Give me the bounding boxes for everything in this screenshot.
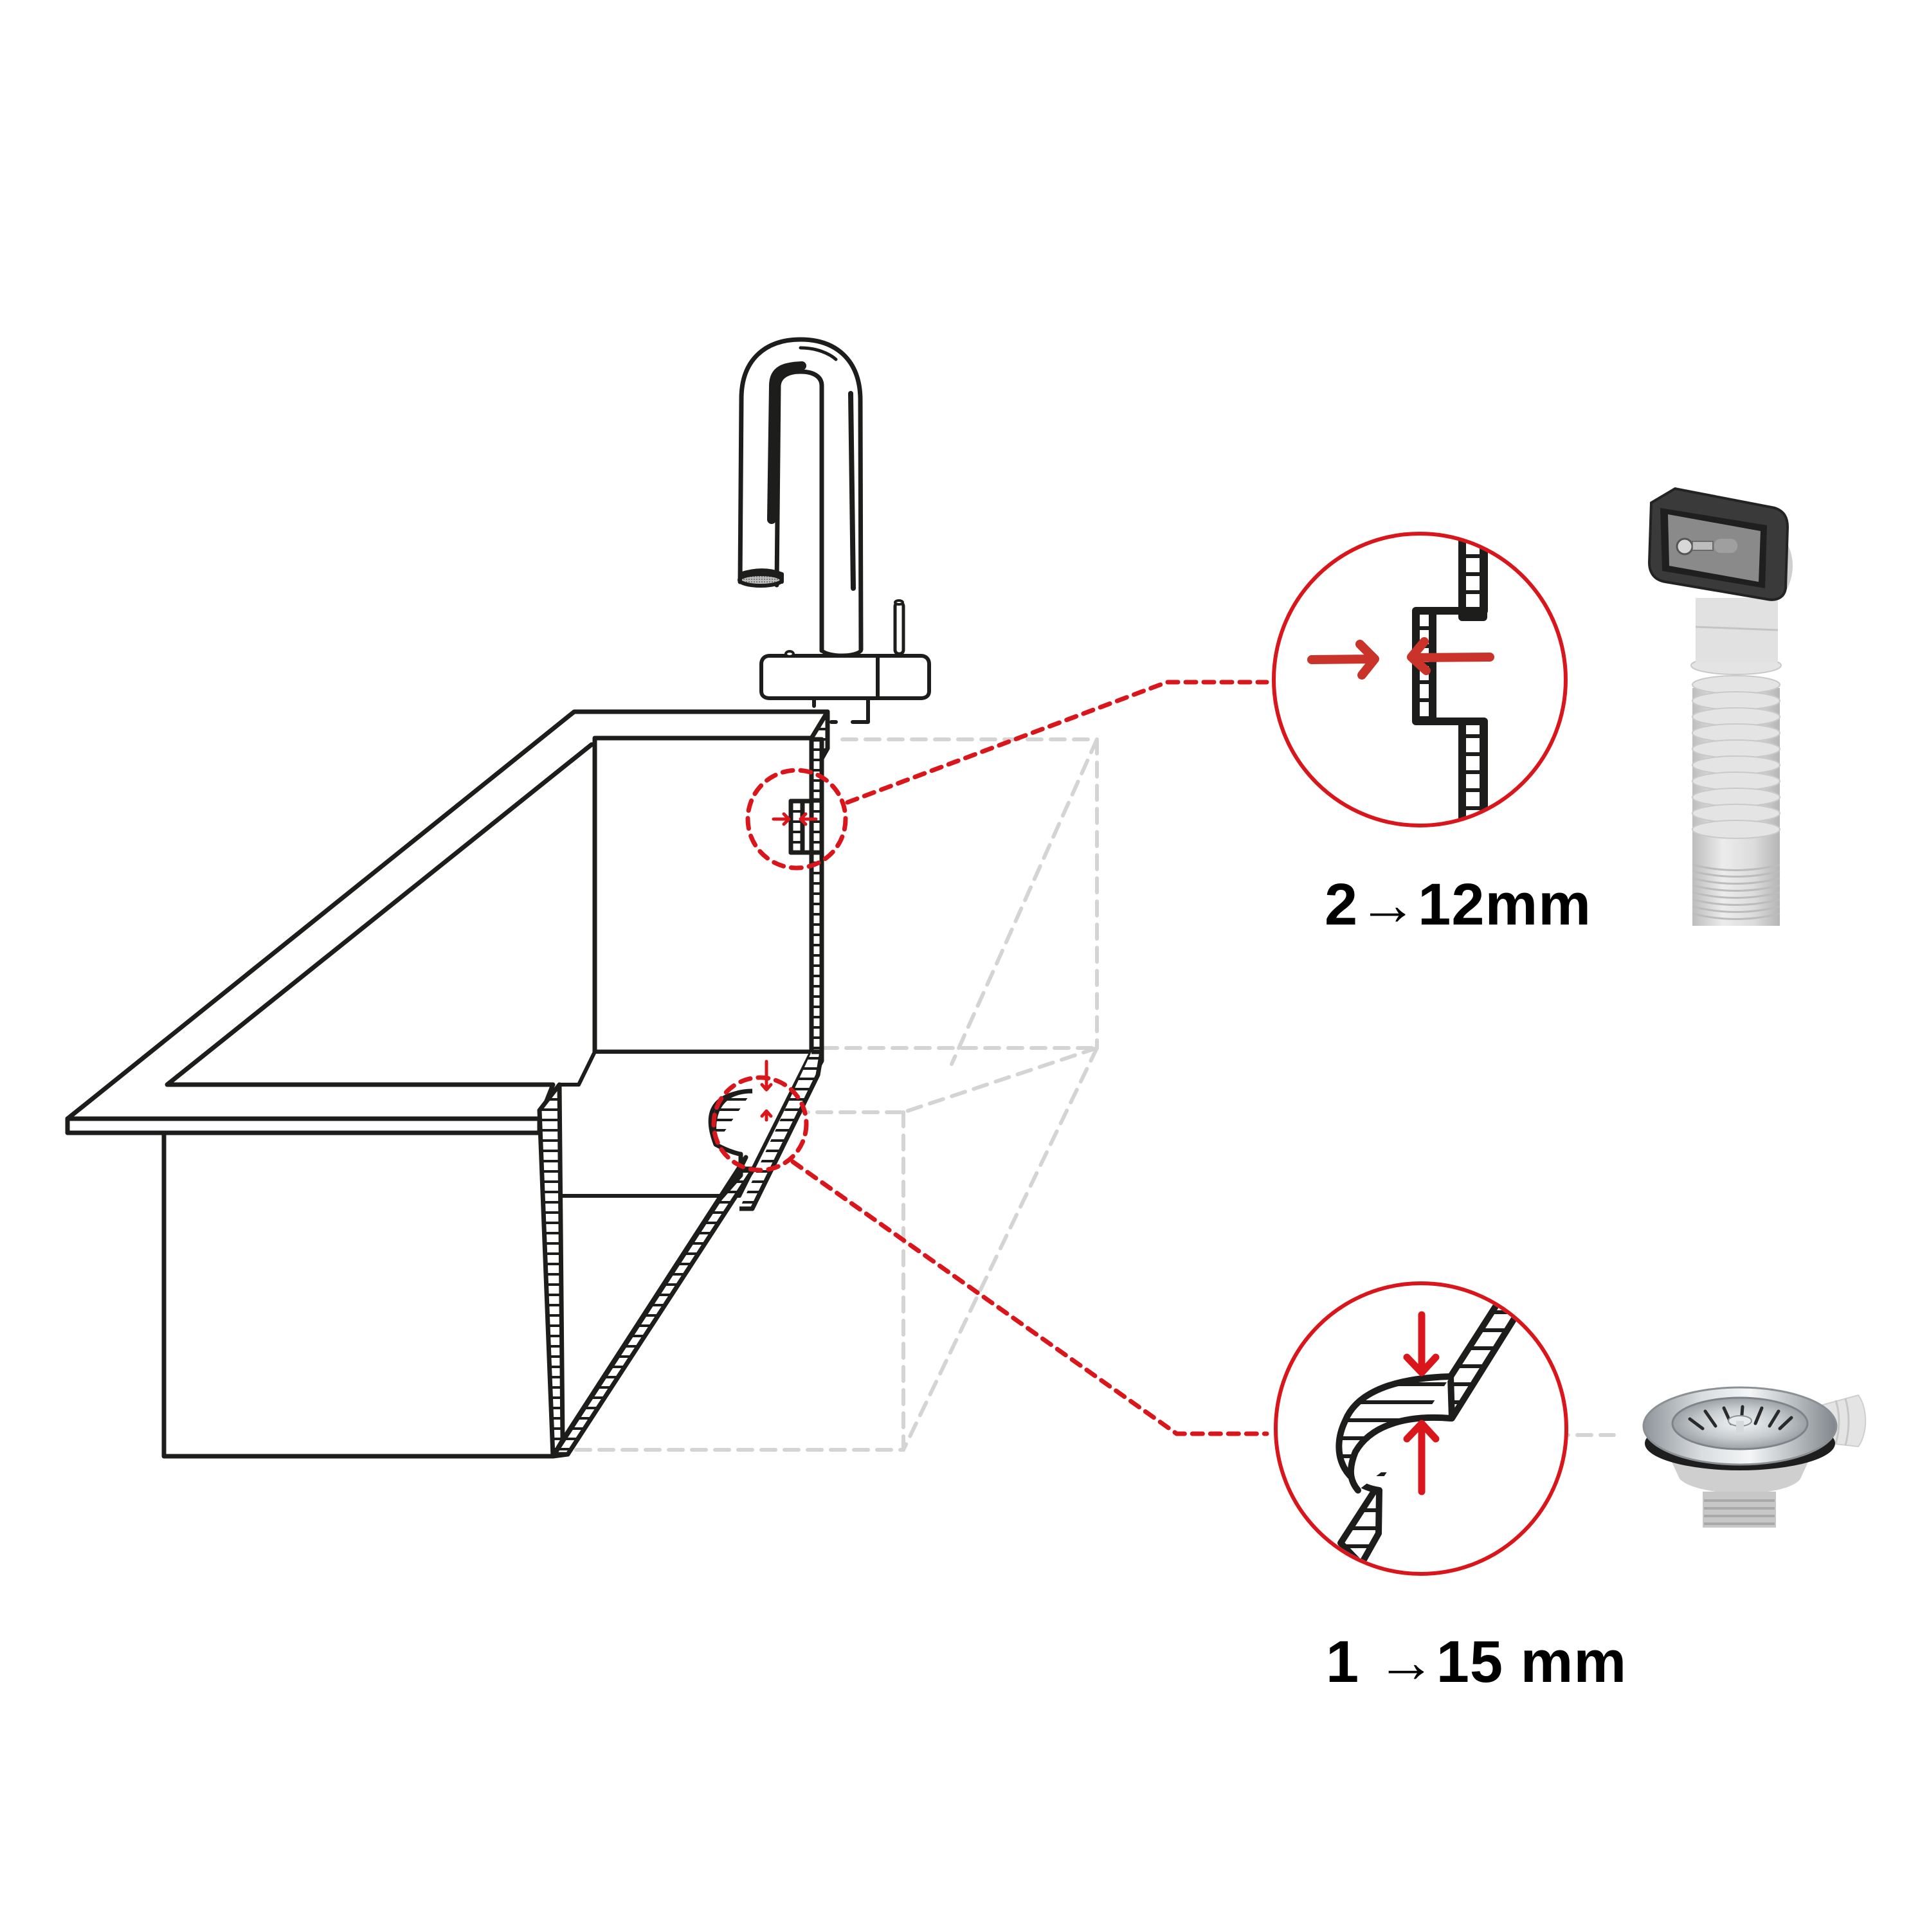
faucet-spout (738, 337, 864, 652)
overflow-leader-line (845, 680, 1269, 805)
drain-thickness-label: 1 →15 mm (1326, 1629, 1627, 1695)
basket-strainer-product (1642, 1386, 1867, 1528)
drain-detail-circle (1274, 1281, 1568, 1576)
overflow-fitting-product (1647, 487, 1793, 926)
overflow-wall-step (788, 737, 824, 1054)
cabinet-outline-dashed (551, 737, 1616, 1452)
faucet-base (759, 654, 931, 700)
overflow-thickness-label: 2→12mm (1325, 872, 1592, 937)
drain-zoom-circle (711, 1075, 809, 1173)
sink-back-wall (592, 736, 814, 1054)
aerator (738, 572, 784, 588)
overflow-screw (1676, 537, 1694, 555)
small-measure-arrows (760, 812, 818, 1122)
sink-drawing (65, 709, 830, 1459)
drain-leader-line (790, 1159, 1269, 1436)
faucet-lever (893, 600, 905, 656)
cabinet-front (161, 1130, 556, 1459)
overflow-zoom-circle (745, 768, 848, 871)
callout-leaders (711, 680, 1269, 1436)
sink-floor (557, 1050, 813, 1198)
faucet (738, 337, 931, 724)
overflow-detail-circle (1272, 532, 1568, 827)
